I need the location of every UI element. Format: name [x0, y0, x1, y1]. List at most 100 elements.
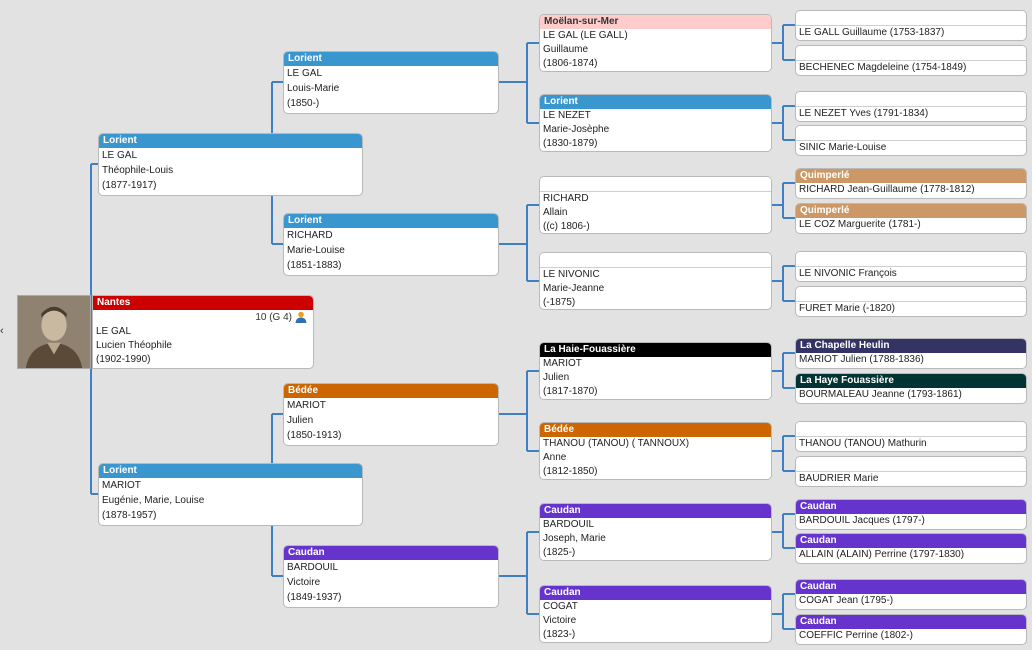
card-person-line: RICHARD Jean-Guillaume (1778-1812): [799, 184, 975, 195]
card-given-name: Julien: [543, 372, 570, 383]
card-person-line: FURET Marie (-1820): [799, 303, 895, 314]
card-place: Lorient: [284, 52, 498, 66]
person-card-gen4-1[interactable]: LE GALL Guillaume (1753-1837): [795, 10, 1027, 41]
card-surname: BARDOUIL: [287, 562, 339, 573]
card-place: [796, 422, 1026, 437]
card-dates: (1830-1879): [543, 138, 598, 149]
card-surname: THANOU (TANOU) ( TANNOUX): [543, 438, 690, 449]
person-card-mother[interactable]: Lorient MARIOT Eugénie, Marie, Louise (1…: [98, 463, 363, 526]
nav-back-arrow-icon[interactable]: ‹: [0, 325, 4, 337]
card-given-name: Marie-Josèphe: [543, 124, 610, 135]
card-dates: (1850-1913): [287, 430, 342, 441]
card-given-name: Marie-Jeanne: [543, 283, 605, 294]
card-dates: (1850-): [287, 98, 320, 109]
person-card-gen4-8[interactable]: FURET Marie (-1820): [795, 286, 1027, 317]
person-card-gen3-3[interactable]: RICHARD Allain ((c) 1806-): [539, 176, 772, 234]
portrait-image: [18, 296, 90, 368]
card-surname: LE NEZET: [543, 110, 591, 121]
connector-gen3-5: [772, 352, 795, 389]
card-person-line: THANOU (TANOU) Mathurin: [799, 438, 927, 449]
card-dates: (1878-1957): [102, 510, 157, 521]
card-given-name: Victoire: [287, 577, 321, 588]
card-person-line: COEFFIC Perrine (1802-): [799, 630, 913, 641]
person-card-gen3-2[interactable]: Lorient LE NEZET Marie-Josèphe (1830-187…: [539, 94, 772, 152]
connector-gen2-2: [499, 204, 539, 282]
person-card-gen3-5[interactable]: La Haie-Fouassière MARIOT Julien (1817-1…: [539, 342, 772, 400]
person-card-gen3-7[interactable]: Caudan BARDOUIL Joseph, Marie (1825-): [539, 503, 772, 561]
person-icon[interactable]: [295, 311, 307, 323]
card-place: [796, 252, 1026, 267]
card-given-name: Anne: [543, 452, 567, 463]
person-card-gen3-1[interactable]: Moëlan-sur-Mer LE GAL (LE GALL) Guillaum…: [539, 14, 772, 72]
card-place: [796, 92, 1026, 107]
person-card-gen2-1[interactable]: Lorient LE GAL Louis-Marie (1850-): [283, 51, 499, 114]
card-person-line: BOURMALEAU Jeanne (1793-1861): [799, 389, 962, 400]
person-card-gen4-4[interactable]: SINIC Marie-Louise: [795, 125, 1027, 156]
card-given-name: Guillaume: [543, 44, 589, 55]
person-card-gen4-3[interactable]: LE NEZET Yves (1791-1834): [795, 91, 1027, 122]
card-place: Caudan: [796, 580, 1026, 594]
person-card-gen3-8[interactable]: Caudan COGAT Victoire (1823-): [539, 585, 772, 643]
card-surname: LE GAL (LE GALL): [543, 30, 628, 41]
card-surname: MARIOT: [102, 480, 141, 491]
card-surname: MARIOT: [287, 400, 326, 411]
card-dates: (1877-1917): [102, 180, 157, 191]
card-dates: ((c) 1806-): [543, 221, 590, 232]
card-person-line: ALLAIN (ALAIN) Perrine (1797-1830): [799, 549, 965, 560]
person-card-gen2-3[interactable]: Bédée MARIOT Julien (1850-1913): [283, 383, 499, 446]
card-surname: RICHARD: [287, 230, 333, 241]
root-surname: LE GAL: [96, 326, 132, 337]
person-card-gen2-2[interactable]: Lorient RICHARD Marie-Louise (1851-1883): [283, 213, 499, 276]
card-place: Caudan: [540, 586, 771, 600]
card-surname: LE GAL: [287, 68, 323, 79]
card-dates: (1825-): [543, 547, 576, 558]
card-person-line: BARDOUIL Jacques (1797-): [799, 515, 925, 526]
card-place: [540, 177, 771, 192]
card-place: Quimperlé: [796, 204, 1026, 218]
person-card-gen4-2[interactable]: BECHENEC Magdeleine (1754-1849): [795, 45, 1027, 76]
card-dates: (1849-1937): [287, 592, 342, 603]
card-dates: (-1875): [543, 297, 576, 308]
card-place: Caudan: [796, 500, 1026, 514]
root-given-name: Lucien Théophile: [96, 340, 172, 351]
card-person-line: LE GALL Guillaume (1753-1837): [799, 27, 945, 38]
card-surname: BARDOUIL: [543, 519, 595, 530]
person-card-gen4-11[interactable]: THANOU (TANOU) Mathurin: [795, 421, 1027, 452]
connector-gen2-3: [499, 370, 539, 452]
card-surname: LE NIVONIC: [543, 269, 600, 280]
card-place: [796, 46, 1026, 61]
root-person-card[interactable]: Nantes 10 (G 4) LE GAL Lucien Théophile …: [92, 295, 314, 369]
card-place: [796, 457, 1026, 472]
person-card-gen3-6[interactable]: Bédée THANOU (TANOU) ( TANNOUX) Anne (18…: [539, 422, 772, 480]
card-surname: COGAT: [543, 601, 578, 612]
connector-gen3-4: [772, 265, 795, 302]
person-card-gen3-4[interactable]: LE NIVONIC Marie-Jeanne (-1875): [539, 252, 772, 310]
card-given-name: Louis-Marie: [287, 83, 340, 94]
person-card-father[interactable]: Lorient LE GAL Théophile-Louis (1877-191…: [98, 133, 363, 196]
root-badge: 10 (G 4): [255, 311, 307, 323]
card-person-line: SINIC Marie-Louise: [799, 142, 887, 153]
card-person-line: LE COZ Marguerite (1781-): [799, 219, 921, 230]
card-dates: (1823-): [543, 629, 576, 640]
card-place: Bédée: [540, 423, 771, 437]
connector-gen2-4: [499, 531, 539, 615]
person-card-gen4-12[interactable]: BAUDRIER Marie: [795, 456, 1027, 487]
card-given-name: Eugénie, Marie, Louise: [102, 495, 205, 506]
card-place: La Haye Fouassière: [796, 374, 1026, 388]
card-place: [796, 11, 1026, 26]
person-card-gen2-4[interactable]: Caudan BARDOUIL Victoire (1849-1937): [283, 545, 499, 608]
root-person-photo[interactable]: [17, 295, 91, 369]
card-surname: MARIOT: [543, 358, 582, 369]
person-card-gen4-7[interactable]: LE NIVONIC François: [795, 251, 1027, 282]
card-place: Caudan: [284, 546, 498, 560]
card-place: Lorient: [99, 134, 362, 148]
